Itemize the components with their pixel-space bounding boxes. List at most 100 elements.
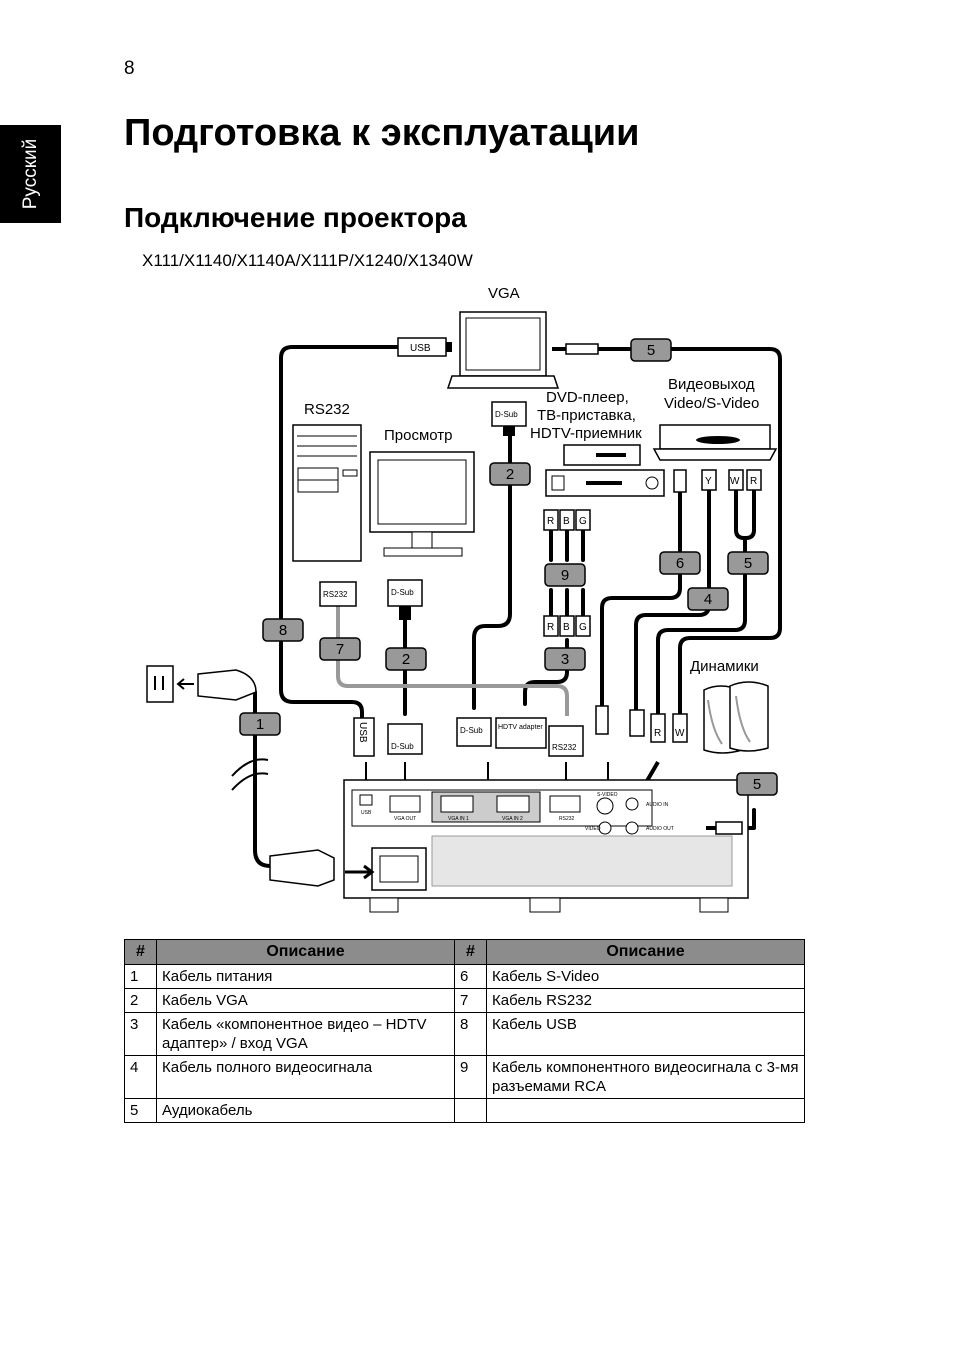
- r-plug-bottom: [543, 615, 559, 637]
- cable-description-table: # Описание # Описание 1 Кабель питания 6…: [124, 939, 805, 1123]
- pc-tower-icon: [292, 424, 362, 562]
- cable-break-icon: [231, 758, 269, 791]
- y-plug-projector: [629, 709, 645, 737]
- model-list: X111/X1140/X1140A/X111P/X1240/X1340W: [142, 251, 473, 270]
- port-label-vga-in2: VGA IN 2: [502, 816, 523, 822]
- table-cell: 7: [454, 988, 487, 1013]
- table-cell: 5: [124, 1098, 157, 1123]
- dsub-monitor: [387, 579, 423, 607]
- label-video-line2: Video/S-Video: [664, 395, 759, 412]
- table-cell: Кабель питания: [156, 964, 455, 989]
- y-plug-vcr-label: Y: [705, 476, 712, 487]
- label-speakers: Динамики: [690, 658, 759, 675]
- page-number: 8: [124, 58, 135, 79]
- power-connector-icon: [269, 849, 335, 887]
- usb-plug-tip: [446, 342, 452, 352]
- svideo-plug-vcr: [673, 469, 687, 493]
- table-cell: Аудиокабель: [156, 1098, 455, 1123]
- table-cell: Кабель RS232: [486, 988, 805, 1013]
- dsub-projector-out-label: D-Sub: [391, 742, 414, 751]
- badge-5c: 5: [753, 776, 761, 793]
- arrow-left-icon: [176, 678, 194, 690]
- table-header: Описание: [156, 939, 455, 965]
- port-label-vga-in1: VGA IN 1: [448, 816, 469, 822]
- dsub-monitor-label: D-Sub: [391, 588, 414, 597]
- port-label-s-video: S-VIDEO: [597, 792, 618, 798]
- w-plug-projector: [672, 713, 688, 743]
- table-cell: 1: [124, 964, 157, 989]
- dsub-monitor-boot: [399, 606, 411, 620]
- table-cell: 9: [454, 1055, 487, 1099]
- audio-plug-laptop-tip: [552, 347, 566, 351]
- cable-usb: [279, 345, 400, 720]
- table-header-row: # Описание # Описание: [124, 939, 805, 965]
- table-cell: Кабель USB: [486, 1012, 805, 1056]
- power-plug-icon: [197, 669, 257, 701]
- cable-audio-top: [596, 347, 782, 716]
- cable-rca-audio: [656, 536, 747, 716]
- r-plug-projector-label: R: [654, 728, 661, 739]
- table-cell: 2: [124, 988, 157, 1013]
- table-row: 1 Кабель питания 6 Кабель S-Video: [124, 964, 805, 989]
- cable-number-badges: 5 2 9 6 5 4 8 7 2 3 1 5: [239, 338, 778, 796]
- table-cell: [454, 1098, 487, 1123]
- label-monitor: Просмотр: [384, 427, 453, 444]
- badge-3: 3: [561, 651, 569, 668]
- port-label-usb: USB: [361, 810, 372, 816]
- table-header: Описание: [486, 939, 805, 965]
- b-plug-dvd-label: B: [563, 516, 570, 527]
- g-plug-dvd: [575, 509, 591, 531]
- language-tab: Русский: [0, 125, 61, 223]
- table-cell: 3: [124, 1012, 157, 1056]
- dsub-projector-in1: [456, 717, 492, 747]
- table-cell: 8: [454, 1012, 487, 1056]
- r-plug-bottom-label: R: [547, 622, 554, 633]
- audio-plug-projector: [715, 821, 743, 835]
- rs232-plug-pc: [319, 581, 357, 607]
- port-label-vga-out: VGA OUT: [394, 816, 416, 822]
- arrow-right-icon: [345, 864, 375, 880]
- page-title: Подготовка к эксплуатации: [124, 112, 640, 154]
- table-row: 4 Кабель полного видеосигнала 9 Кабель к…: [124, 1055, 805, 1099]
- table-cell: Кабель компонентного видеосигнала с 3-мя…: [486, 1055, 805, 1099]
- badge-6: 6: [676, 555, 684, 572]
- badge-5a: 5: [647, 342, 655, 359]
- badge-4: 4: [704, 591, 712, 608]
- y-plug-vcr: [701, 469, 717, 491]
- r-plug-projector: [650, 713, 666, 743]
- w-plug-vcr: [728, 469, 744, 491]
- g-plug-bottom: [575, 615, 591, 637]
- table-header: #: [124, 939, 157, 965]
- g-plug-dvd-label: G: [579, 516, 587, 527]
- badge-2b: 2: [402, 651, 410, 668]
- speakers-icon: [703, 681, 769, 754]
- dsub-projector-out: [387, 723, 423, 755]
- table-cell: [486, 1098, 805, 1123]
- port-label-audio-out: AUDIO OUT: [646, 826, 674, 832]
- port-label-audio-in: AUDIO IN: [646, 802, 669, 808]
- laptop-icon: [446, 311, 560, 389]
- r-plug-vcr-label: R: [750, 476, 757, 487]
- table-cell: Кабель VGA: [156, 988, 455, 1013]
- b-plug-dvd: [559, 509, 575, 531]
- section-title: Подключение проектора: [124, 202, 467, 233]
- b-plug-bottom: [559, 615, 575, 637]
- g-plug-bottom-label: G: [579, 622, 587, 633]
- badge-2a: 2: [506, 466, 514, 483]
- rs232-plug-projector: [548, 725, 584, 757]
- port-label-video: VIDEO: [585, 826, 601, 832]
- cable-svideo: [600, 490, 682, 708]
- r-plug-vcr: [746, 469, 762, 491]
- table-cell: Кабель S-Video: [486, 964, 805, 989]
- dvd-player-icon: [545, 444, 665, 497]
- dsub-laptop-boot: [503, 426, 515, 436]
- table-cell: 6: [454, 964, 487, 989]
- rs232-plug-projector-label: RS232: [552, 743, 577, 752]
- table-cell: 4: [124, 1055, 157, 1099]
- r-plug-dvd-label: R: [547, 516, 554, 527]
- hdtv-adapter-label: HDTV adapter: [498, 724, 543, 731]
- w-plug-projector-label: W: [675, 728, 685, 739]
- usb-plug-projector: [353, 717, 375, 757]
- label-dvd-line2: ТВ-приставка,: [537, 407, 636, 424]
- cable-vga-laptop: [472, 432, 512, 710]
